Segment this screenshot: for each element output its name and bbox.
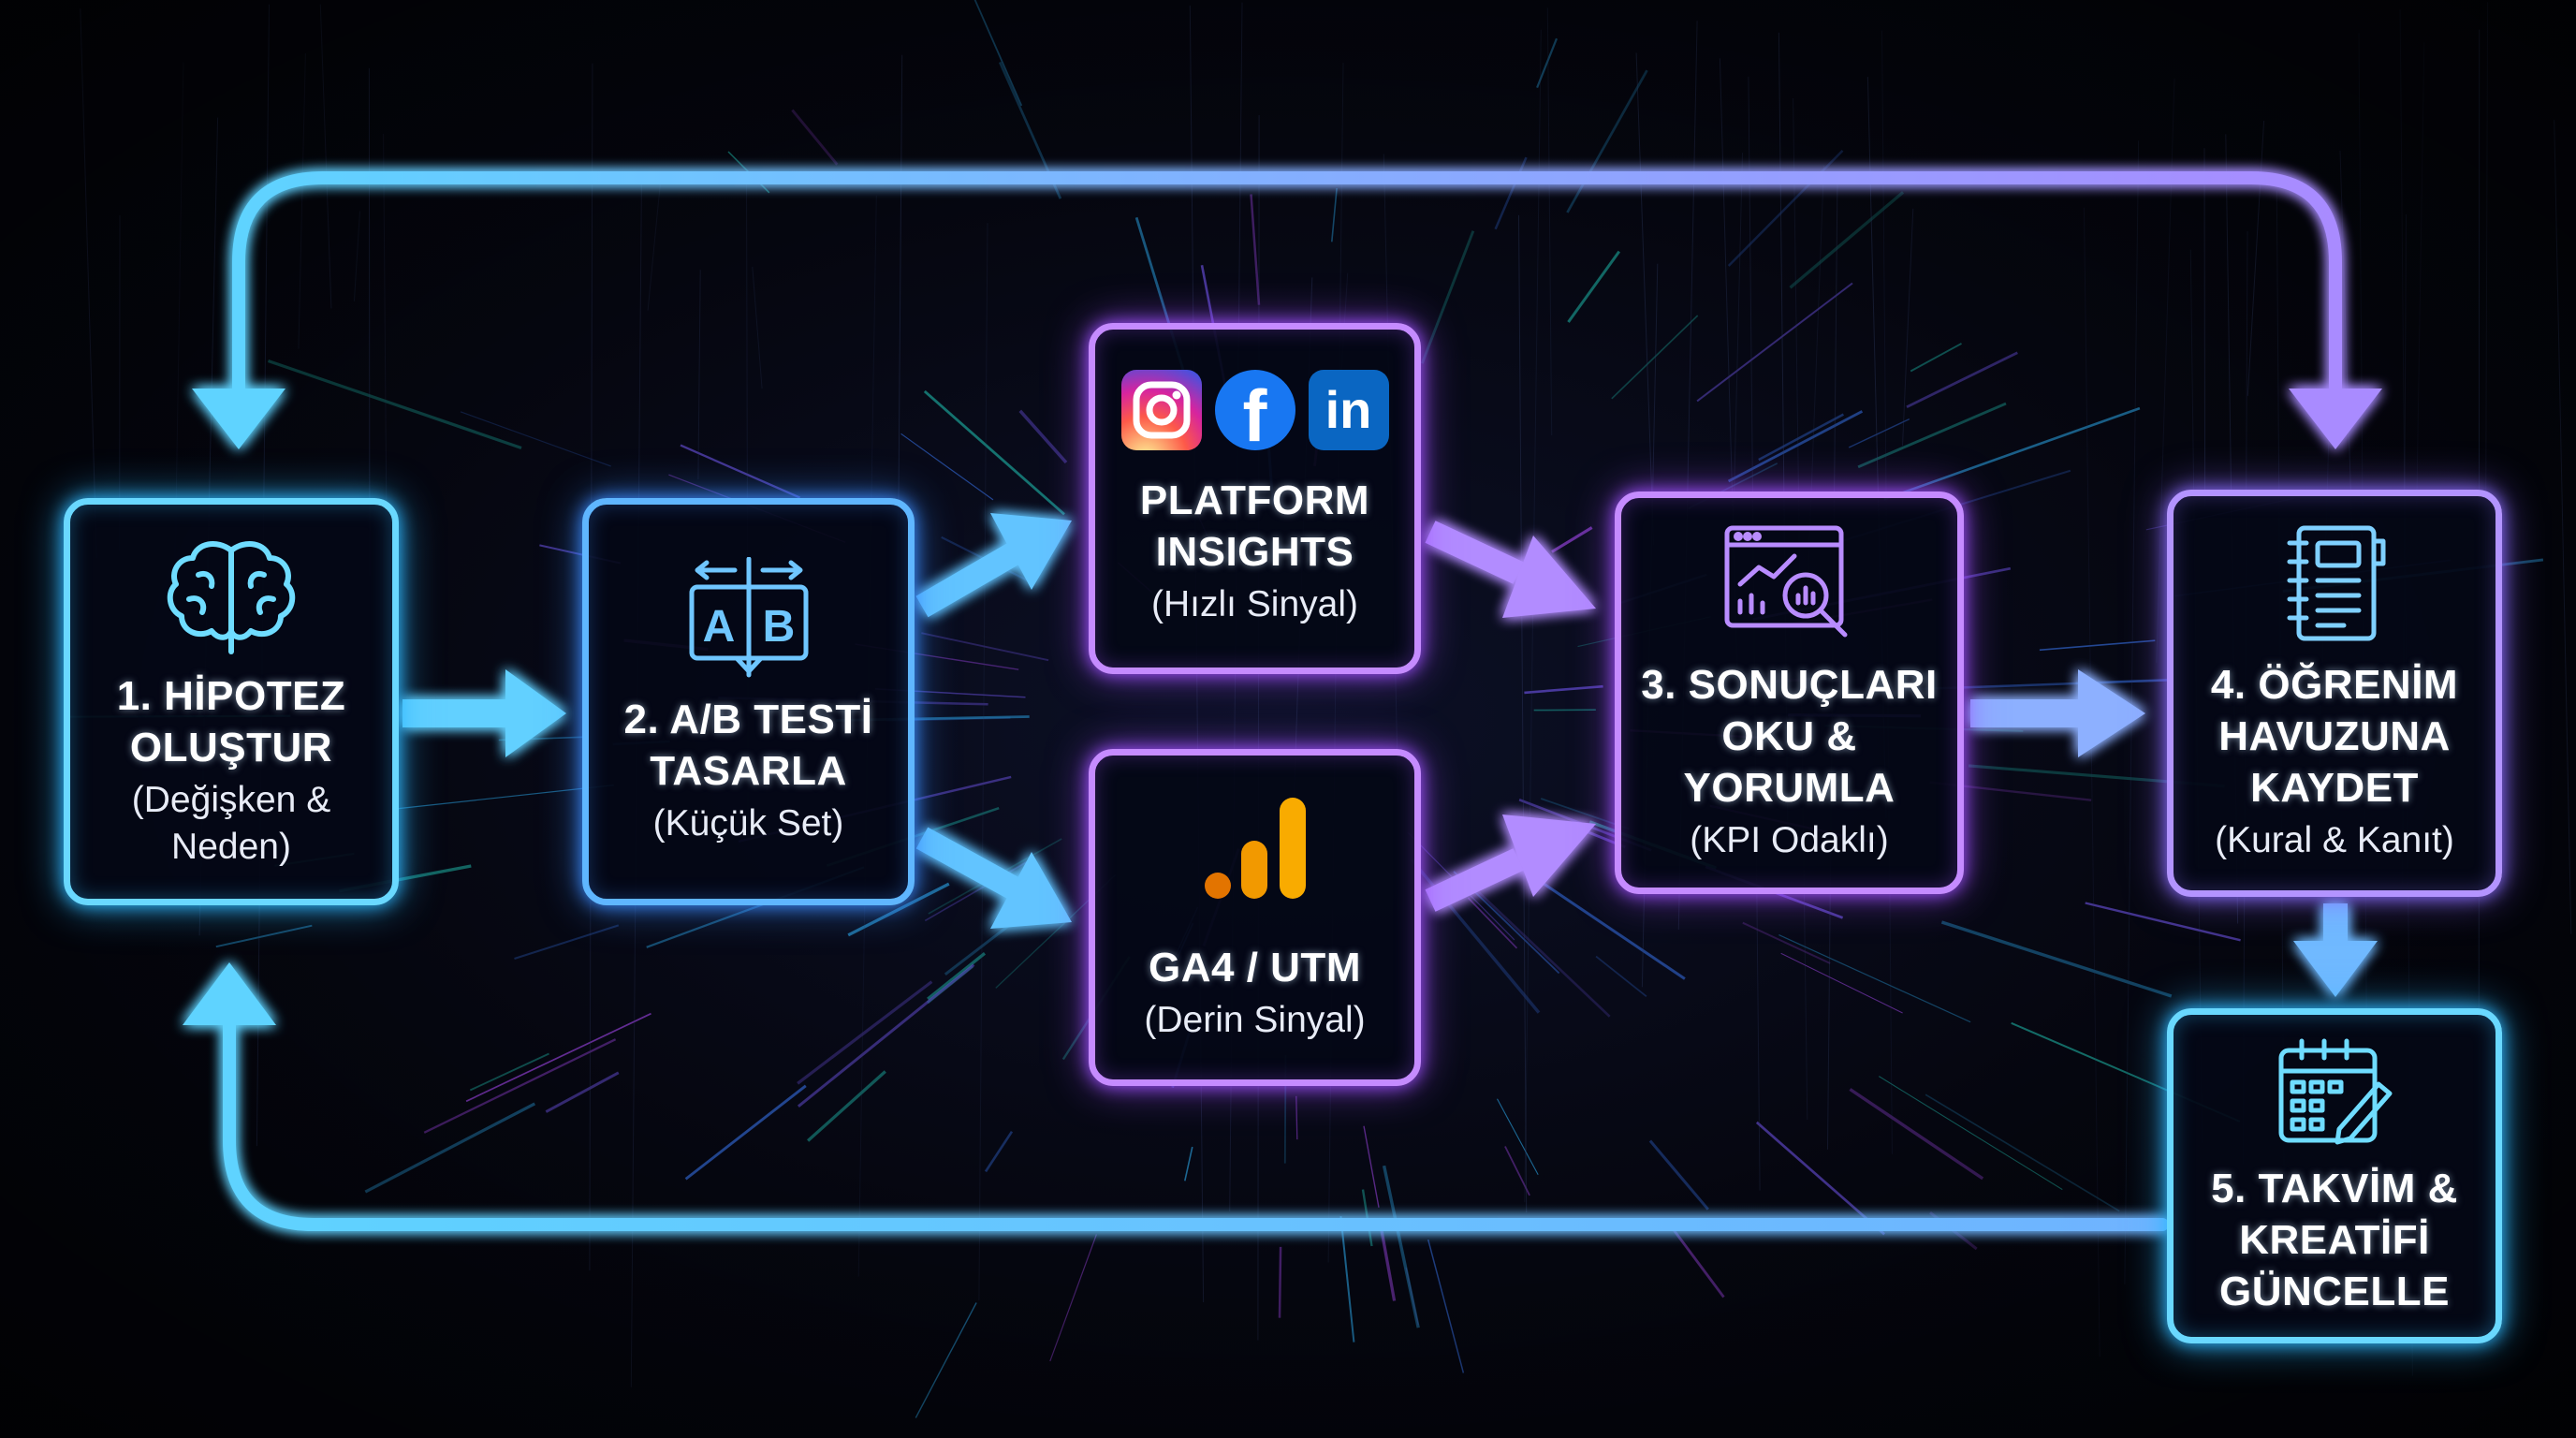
brain-icon [167,540,296,654]
node-platform-insights[interactable]: f in PLATFORM INSIGHTS (Hızlı Sinyal) [1089,323,1421,674]
node-hypothesis-subtitle-line2: Neden) [171,826,291,867]
bottom-loop-connector [183,962,2169,1231]
notebook-icon [2287,525,2386,641]
node-hypothesis-subtitle-line1: (Değişken & [131,779,331,820]
node-platform-subtitle: (Hızlı Sinyal) [1150,583,1359,624]
node-learning-pool[interactable]: 4. ÖĞRENİM HAVUZUNA KAYDET (Kural & Kanı… [2167,490,2502,897]
node-ga4-subtitle: (Derin Sinyal) [1144,999,1366,1040]
node-platform-title-line1: PLATFORM [1139,477,1370,523]
facebook-icon: f [1214,369,1295,456]
node-hypothesis-title-line2: OLUŞTUR [129,724,333,770]
analytics-bars-icon [1204,797,1306,899]
report-magnifier-icon [1724,525,1847,637]
node-calendar-update[interactable]: 5. TAKVİM & KREATİFİ GÜNCELLE [2167,1008,2502,1343]
social-icons: f in [1120,369,1389,456]
node-results-title-line1: 3. SONUÇLARI [1641,661,1938,708]
node-ab-subtitle: (Küçük Set) [652,802,844,844]
linkedin-icon: in [1308,369,1389,450]
node-calendar-title-line3: GÜNCELLE [2219,1268,2450,1314]
node-results[interactable]: 3. SONUÇLARI OKU & YORUMLA (KPI Odaklı) [1615,492,1964,894]
instagram-icon [1120,369,1202,450]
node-learning-subtitle: (Kural & Kanıt) [2215,820,2454,860]
node-results-title-line2: OKU & [1721,712,1857,759]
node-ga4-utm[interactable]: GA4 / UTM (Derin Sinyal) [1089,749,1421,1086]
node-ab-title-line2: TASARLA [650,747,847,794]
node-learning-title-line2: HAVUZUNA [2218,713,2451,759]
node-results-title-line3: YORUMLA [1683,764,1895,811]
node-hypothesis[interactable]: 1. HİPOTEZ OLUŞTUR (Değişken & Neden) [64,498,399,905]
node-ab-test[interactable]: A B 2. A/B TESTİ TASARLA (Küçük Set) [582,498,915,905]
forward-arrows [402,513,2378,997]
node-learning-title-line1: 4. ÖĞRENİM [2210,662,2459,708]
node-platform-title-line2: INSIGHTS [1155,528,1354,575]
node-calendar-title-line2: KREATİFİ [2239,1216,2430,1263]
svg-text:A: A [702,602,735,652]
node-results-subtitle: (KPI Odaklı) [1690,819,1889,860]
svg-text:B: B [762,602,795,652]
calendar-edit-icon [2278,1038,2393,1144]
ab-split-icon: A B [689,556,808,677]
node-ab-title-line1: 2. A/B TESTİ [623,696,873,742]
top-loop-connector [192,171,2382,449]
node-ga4-title: GA4 / UTM [1149,944,1361,990]
node-calendar-title-line1: 5. TAKVİM & [2211,1165,2458,1211]
node-learning-title-line3: KAYDET [2250,765,2419,811]
node-hypothesis-title-line1: 1. HİPOTEZ [116,672,346,719]
